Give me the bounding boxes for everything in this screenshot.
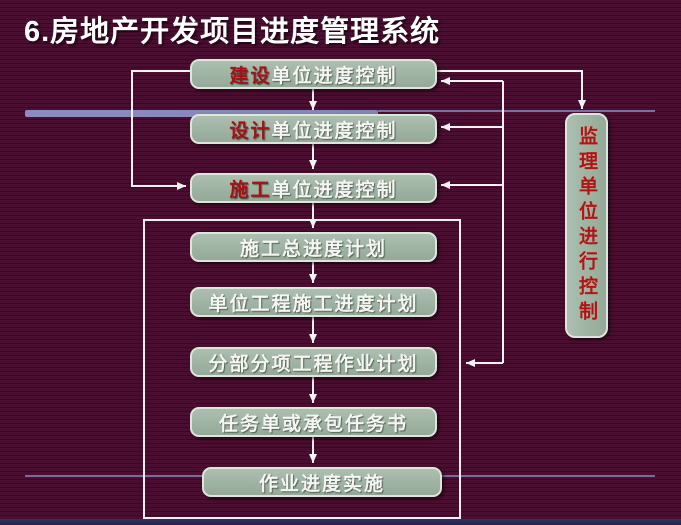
flow-box-master-schedule-plan: 施工总进度计划 bbox=[190, 232, 437, 262]
box-label: 监理单位进行控制 bbox=[576, 125, 597, 326]
box-label: 分部分项工程作业计划 bbox=[208, 353, 419, 375]
flow-box-design-unit-control: 设计 单位进度控制 bbox=[190, 114, 437, 144]
box-accent-text: 设计 bbox=[229, 120, 272, 142]
box-label: 任务单或承包任务书 bbox=[218, 413, 408, 435]
arrow-to-supervision bbox=[437, 70, 586, 109]
box-accent-text: 建设 bbox=[229, 65, 272, 87]
box-label: 单位进度控制 bbox=[271, 179, 398, 201]
box-label: 单位进度控制 bbox=[271, 65, 398, 87]
bottom-edge-bar bbox=[0, 519, 681, 525]
flow-box-client-unit-control: 建设 单位进度控制 bbox=[190, 59, 437, 89]
box-label: 单位工程施工进度计划 bbox=[208, 293, 419, 315]
arrow-left-loop bbox=[131, 70, 190, 190]
flow-box-unit-project-plan: 单位工程施工进度计划 bbox=[190, 287, 437, 317]
flow-box-subdivision-work-plan: 分部分项工程作业计划 bbox=[190, 347, 437, 377]
top-accent-bar bbox=[25, 110, 378, 117]
top-accent-line bbox=[378, 110, 655, 112]
flow-box-contractor-unit-control: 施工 单位进度控制 bbox=[190, 173, 437, 203]
box-label: 施工总进度计划 bbox=[239, 238, 387, 260]
box-accent-text: 施工 bbox=[229, 179, 272, 201]
flow-box-task-order: 任务单或承包任务书 bbox=[190, 407, 437, 437]
flow-box-work-implementation: 作业进度实施 bbox=[202, 467, 442, 497]
box-label: 作业进度实施 bbox=[258, 473, 385, 495]
flow-box-supervision-unit-control: 监理单位进行控制 bbox=[565, 113, 608, 338]
box-label: 单位进度控制 bbox=[271, 120, 398, 142]
slide-title: 6.房地产开发项目进度管理系统 bbox=[24, 16, 441, 48]
plan-group-rect bbox=[143, 219, 461, 519]
